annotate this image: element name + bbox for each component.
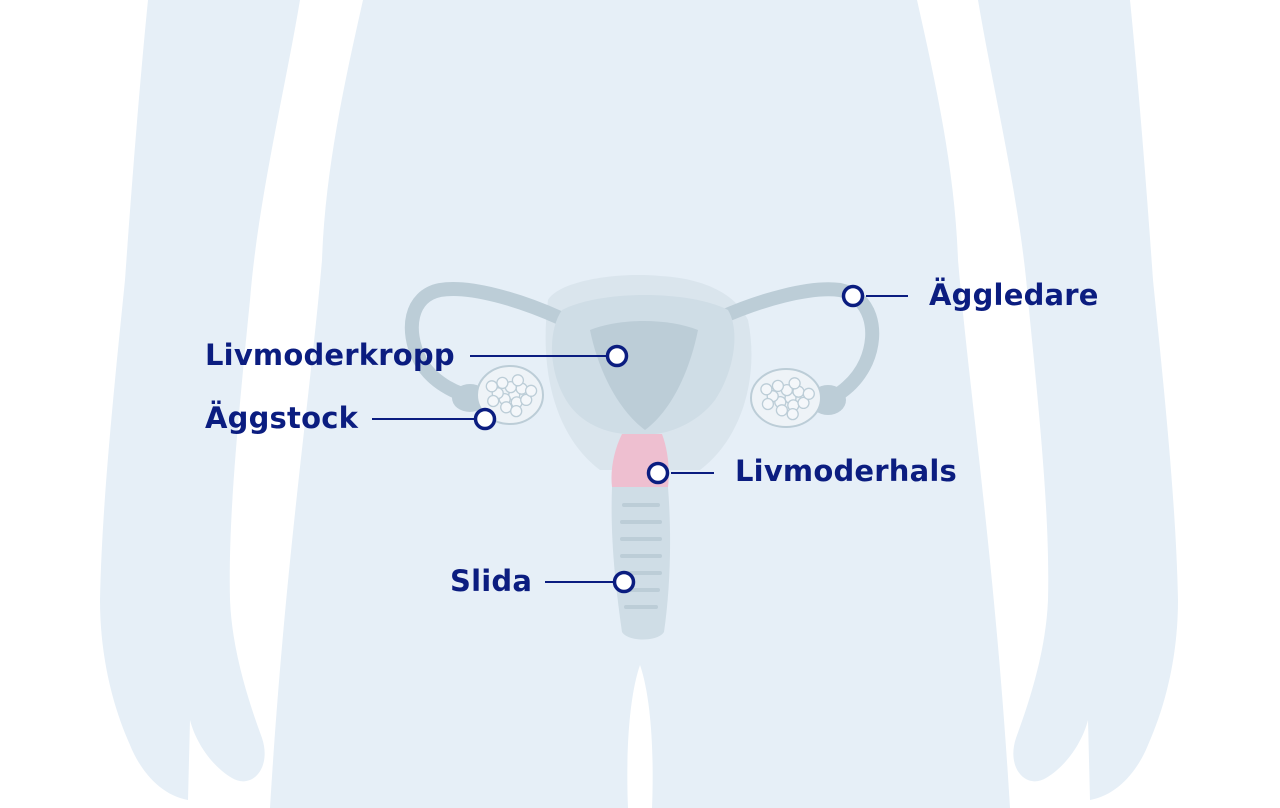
ovary-follicle: [485, 380, 498, 393]
label-vagina: Slida: [450, 564, 533, 598]
label-cervix: Livmoderhals: [735, 454, 958, 488]
ovary-follicle: [487, 394, 500, 408]
ovary-follicle: [797, 396, 810, 410]
ovary-follicle: [500, 401, 513, 414]
label-uterus-body: Livmoderkropp: [205, 338, 455, 372]
ovary-follicle: [511, 374, 525, 387]
reproductive-organs: [404, 275, 880, 640]
marker-uterus-body: [605, 344, 629, 368]
ovary-follicle: [786, 407, 799, 421]
ovary-left-follicles: [485, 374, 538, 418]
ovary-follicle: [510, 404, 523, 418]
ovary-follicle: [496, 376, 509, 390]
ovary-follicle: [761, 397, 775, 411]
ovary-follicle: [802, 387, 815, 400]
ovary-follicle: [524, 384, 538, 397]
right-arm: [978, 0, 1178, 800]
ovary-right-follicles: [760, 377, 815, 421]
fallopian-tube-right: [713, 282, 880, 409]
fallopian-tube-left: [404, 282, 567, 405]
label-ovary: Äggstock: [205, 401, 359, 435]
callout-lines: [372, 295, 908, 583]
ovary-follicle: [760, 383, 773, 396]
ovary-follicle: [775, 404, 789, 417]
left-arm: [100, 0, 300, 800]
label-fallopian-tube: Äggledare: [929, 278, 1099, 312]
vagina-shape: [611, 487, 671, 640]
marker-vagina: [612, 570, 636, 594]
ovary-follicle: [788, 377, 801, 390]
ovary-follicle: [771, 379, 785, 393]
marker-fallopian-tube: [841, 284, 865, 308]
callout-markers: [473, 284, 865, 594]
marker-cervix: [646, 461, 670, 485]
marker-ovary: [473, 407, 497, 431]
